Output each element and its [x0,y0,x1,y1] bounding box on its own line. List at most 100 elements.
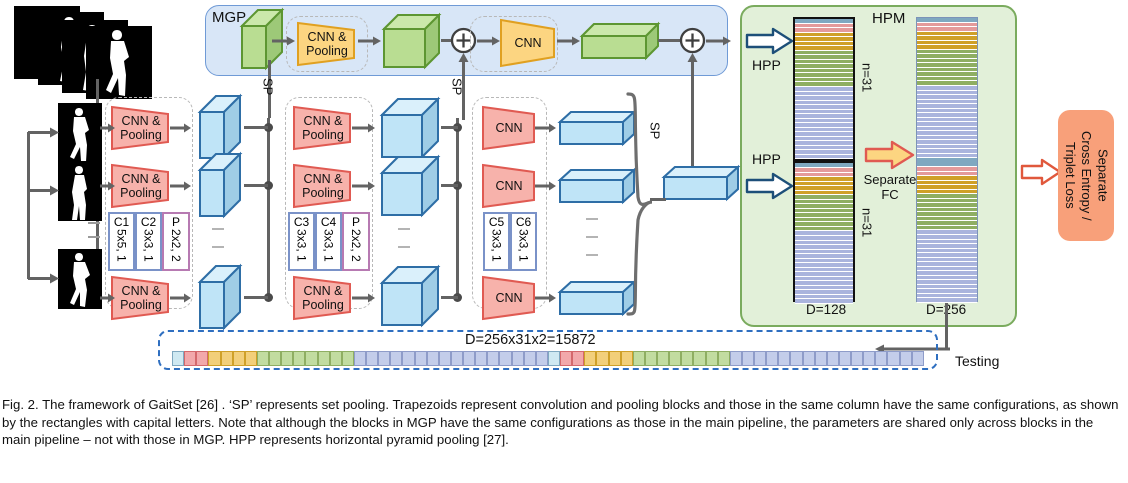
hpm-band [795,285,853,291]
hpm-band [917,185,977,190]
hpm-band [795,127,853,133]
hpm-band [917,117,977,123]
sp-label-1: SP [260,78,276,96]
config-cell-p1: P 2x2, 2 [162,212,190,271]
config-value: 2x2, 2 [169,229,183,262]
feature-vector-cell [450,351,463,366]
hpm-band [795,249,853,255]
config-value: 2x2, 2 [349,229,363,262]
feature-vector-dim-label: D=256x31x2=15872 [465,332,596,348]
sp-feed-2-3 [441,296,458,299]
config-cell-c5: C5 3x3, 1 [483,212,510,271]
sp-label-3: SP [647,122,663,140]
mgp-arrow-plus1-out [477,35,501,47]
mgp-block-group-1 [286,16,368,72]
mgp-link-cube1-plus [441,39,455,42]
hpm-band [917,225,977,231]
hpm-band [917,144,977,150]
arrow-to-silhouette-2 [28,184,60,197]
hpm-band [917,248,977,254]
mgp-label: MGP [212,9,247,26]
feature-vector-cell [741,351,754,366]
hpm-band [917,40,977,46]
hpm-band [917,189,977,195]
mgp-output-arrow [706,35,732,47]
hpm-band [795,41,853,47]
feature-vector-cell [269,351,282,366]
hpm-band [917,262,977,267]
feature-vector-cell [584,351,597,366]
config-stage-2: C3 3x3, 1 C4 3x3, 1 P 2x2, 2 [288,212,370,271]
arrow-out-stage2-3 [352,292,376,304]
feature-vector-cell [220,351,233,366]
hpm-band [795,37,853,42]
hpm-band [917,140,977,145]
config-value: 5x5, 1 [114,229,129,262]
stage2-feature-cube-1 [379,96,442,161]
hpm-band [795,226,853,232]
hpm-band [795,118,853,124]
config-name: C2 [140,215,157,229]
feature-vector-cell [244,351,257,366]
mgp-link-flat-plus2 [658,39,684,42]
feature-vector-cell [826,351,839,366]
config-stage-1: C1 5x5, 1 C2 3x3, 1 P 2x2, 2 [108,212,190,271]
feature-vector-cell [669,351,682,366]
feature-vector-cell [887,351,900,366]
hpm-band [795,163,853,168]
hpm-band [795,267,853,273]
hpm-band [917,266,977,272]
hpm-band [917,85,977,91]
loss-box: Separate Cross Entropy / Triplet Loss [1058,110,1114,241]
hpm-band [795,55,853,60]
hpm-band [795,91,853,97]
hpm-band [917,122,977,127]
loss-line3: Triplet Loss [1062,142,1078,209]
feature-vector-cell [402,351,415,366]
arrow-out-stage3-3 [535,292,557,304]
hpm-band [917,180,977,186]
feature-vector-cell [875,351,888,366]
arrow-out-stage1-3 [170,292,192,304]
feature-vector-cell [208,351,221,366]
feature-vector-cell [729,351,742,366]
hpm-band [795,208,853,214]
arrow-in-stage1-1 [100,122,116,134]
config-cell-p2: P 2x2, 2 [342,212,370,271]
config-name: P [351,215,360,229]
input-silhouette-2 [58,161,102,221]
hpm-band [917,289,977,294]
sp-label-2: SP [449,78,465,96]
hpm-band [795,272,853,277]
mgp-cnn-block [499,18,557,68]
config-value: 3x3, 1 [294,229,309,262]
arrow-in-stage1-3 [100,292,116,304]
hpm-band [917,167,977,172]
hpm-band [795,263,853,268]
hpm-band [795,213,853,218]
feature-vector-cell [184,351,197,366]
stage3-feature-slab-2 [557,167,637,206]
hpm-band [917,239,977,245]
config-name: P [171,215,180,229]
hpm-band [917,271,977,276]
feature-vector-cell [814,351,827,366]
sp-feed-1-2 [244,184,268,187]
hpm-band [795,86,853,92]
config-value: 3x3, 1 [516,229,531,262]
hpm-band [917,90,977,96]
feature-vector-cell [681,351,694,366]
sp-tap-1-2 [264,181,273,190]
hpm-band [795,299,853,304]
hpm-band [795,73,853,78]
hpm-band [795,172,853,178]
hpm-band [795,245,853,250]
hpm-band [795,254,853,259]
hpm-band [917,234,977,240]
hpm-band [917,58,977,64]
hpm-band [917,280,977,285]
hpm-band [795,150,853,155]
feature-vector-cell [317,351,330,366]
hpm-band [917,176,977,181]
feature-vector-cell [632,351,645,366]
